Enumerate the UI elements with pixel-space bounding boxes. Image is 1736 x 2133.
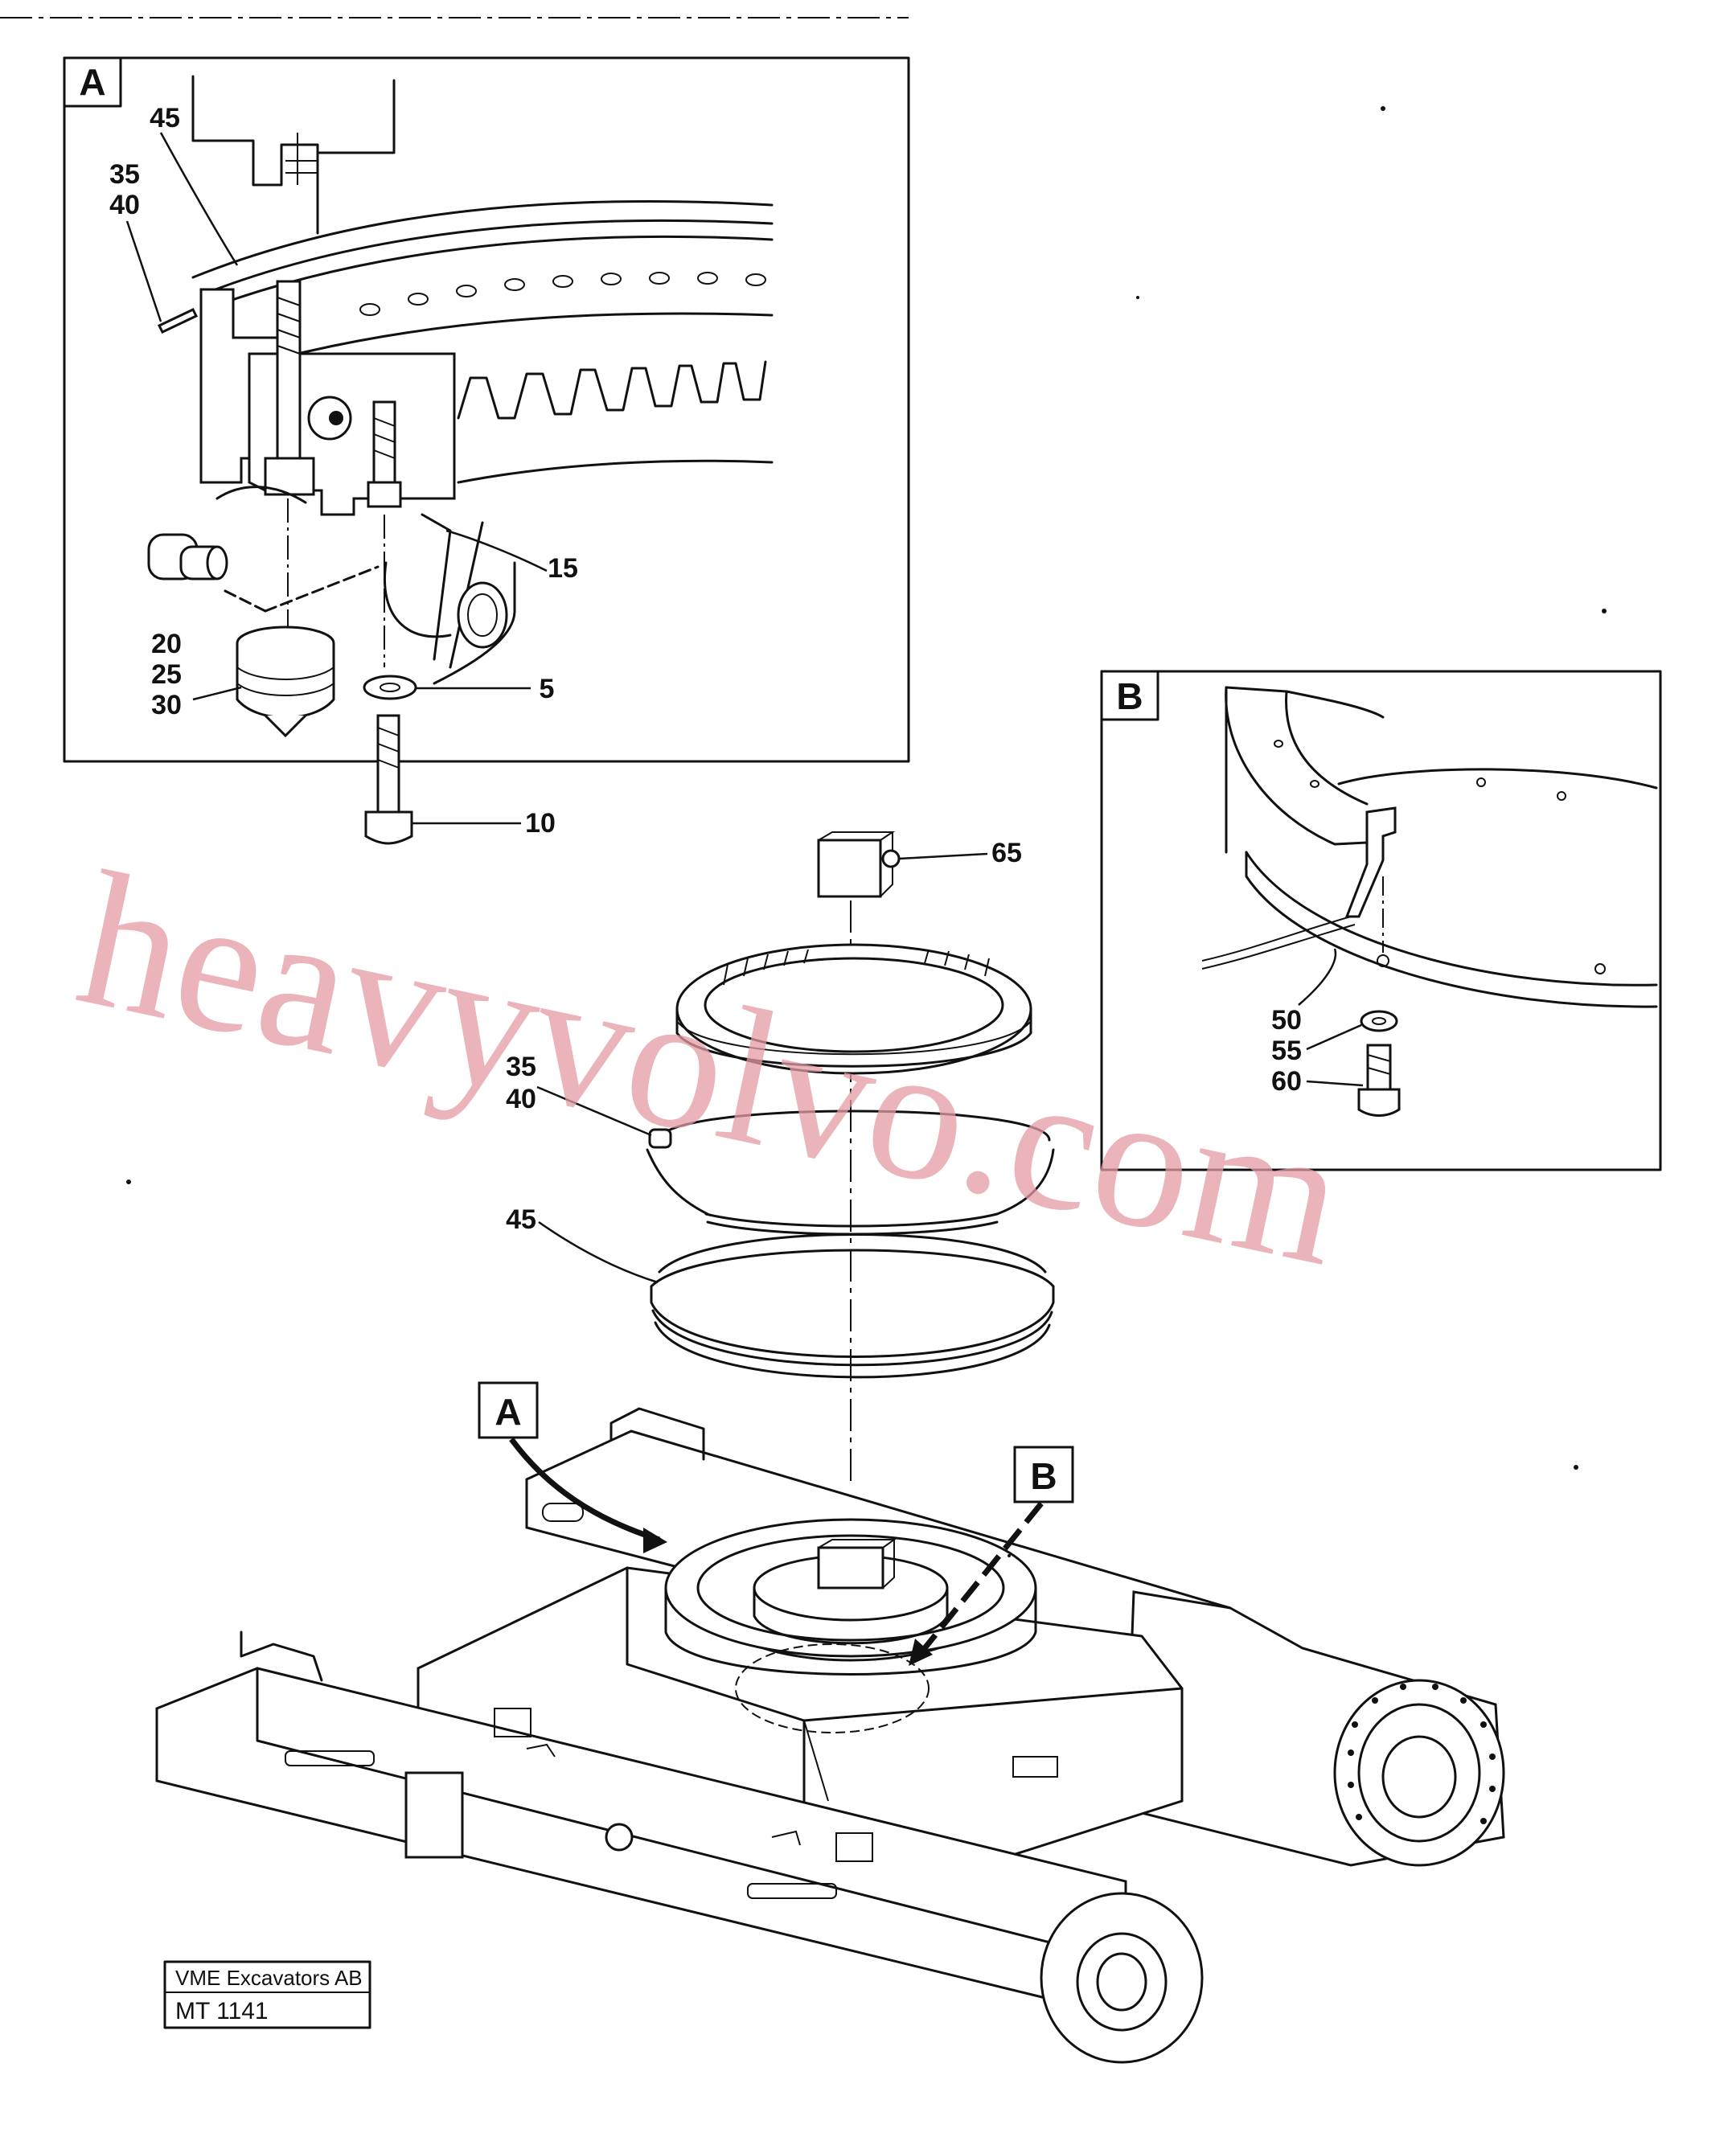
stamp-company: VME Excavators AB: [175, 1966, 363, 1990]
centre-cap-part: [817, 831, 901, 898]
label-60: 60: [1271, 1066, 1302, 1097]
label-35-b: 35: [506, 1052, 536, 1082]
plug-part: [147, 533, 380, 613]
label-40-b: 40: [506, 1084, 536, 1114]
callout-a: A: [478, 1381, 667, 1553]
detail-a-tag: A: [79, 61, 105, 103]
label-65: 65: [991, 838, 1022, 868]
label-45-b: 45: [506, 1204, 536, 1235]
watermark-text: heavyvolvo.com: [64, 831, 1360, 1306]
svg-text:B: B: [1030, 1455, 1057, 1497]
label-45-a: 45: [150, 103, 180, 133]
label-20: 20: [151, 629, 182, 659]
svg-text:A: A: [495, 1391, 521, 1433]
detail-a-panel: A: [63, 56, 910, 763]
detail-b-panel: B 50 55 60: [1100, 670, 1662, 1171]
label-5: 5: [540, 674, 555, 704]
label-15: 15: [548, 553, 578, 584]
cap-part: [236, 626, 335, 738]
drawing-stamp: VME Excavators AB MT 1141: [163, 1960, 371, 2029]
bolt-part: [364, 714, 413, 845]
label-30: 30: [151, 690, 182, 720]
stamp-code: MT 1141: [175, 1998, 269, 2024]
slewing-ring-part: [675, 943, 1032, 1075]
label-25: 25: [151, 659, 182, 690]
label-50: 50: [1271, 1005, 1302, 1036]
washer-part: [363, 675, 417, 700]
seal-part: [650, 1233, 1055, 1379]
label-40-a: 40: [109, 190, 140, 220]
detail-b-tag: B: [1116, 675, 1143, 717]
callout-b: B: [909, 1446, 1074, 1666]
undercarriage-frame: [155, 1407, 1505, 2064]
label-35-a: 35: [109, 159, 140, 190]
label-10: 10: [525, 808, 556, 839]
label-55: 55: [1271, 1036, 1302, 1066]
